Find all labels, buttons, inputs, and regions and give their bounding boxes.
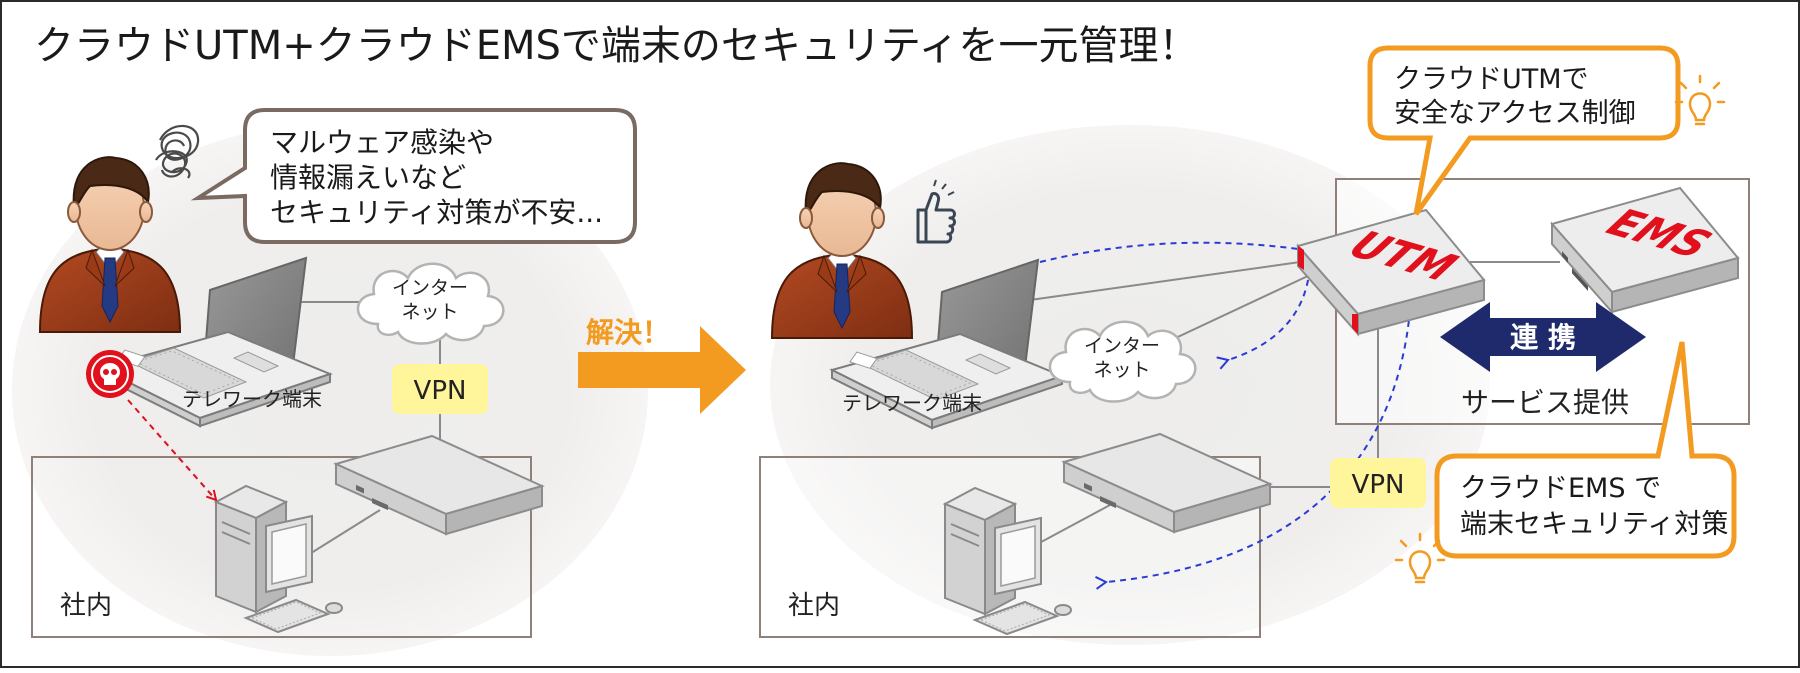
lightbulb-icon-top <box>1674 74 1726 126</box>
left-scene: 社内 マルウェア感染や 情報漏えいなど セキュリティ対策が不安... インター … <box>12 108 648 656</box>
terminal-label-left: テレワーク端末 <box>182 387 322 411</box>
link-double-arrow: 連 携 <box>1440 302 1646 372</box>
ems-device-icon: EMS <box>1550 186 1740 315</box>
internet-cloud-right: インター ネット <box>1048 320 1197 403</box>
vpn-badge-right: VPN <box>1330 458 1426 508</box>
utm-device-icon: UTM <box>1296 208 1486 337</box>
internet-label-right-1: インター <box>1084 335 1160 357</box>
traffic-dashed-laptop-utm <box>1039 241 1307 263</box>
office-label-right: 社内 <box>788 591 840 621</box>
worry-speech-bubble: マルウェア感染や 情報漏えいなど セキュリティ対策が不安... <box>190 108 637 244</box>
internet-label-left-1: インター <box>392 277 468 299</box>
ems-callout-line-1: クラウドEMS で <box>1460 473 1661 504</box>
thumbs-up-icon <box>916 179 956 244</box>
right-scene: 社内 サービス提供 インター ネット テレワーク端末 <box>759 45 1750 645</box>
page-title: クラウドUTM+クラウドEMSで端末のセキュリティを一元管理！ <box>34 23 1199 69</box>
skull-malware-icon <box>86 350 134 398</box>
office-box-left <box>31 456 532 638</box>
internet-label-left-2: ネット <box>401 301 458 323</box>
vpn-badge-left: VPN <box>392 364 488 414</box>
office-label-left: 社内 <box>60 591 112 621</box>
malware-infection-arrow <box>127 399 216 500</box>
ems-callout-line-2: 端末セキュリティ対策 <box>1460 509 1728 540</box>
solution-label: 解決！ <box>586 316 670 349</box>
utm-callout-line-1: クラウドUTMで <box>1394 64 1589 95</box>
worry-text-line-3: セキュリティ対策が不安... <box>270 196 603 229</box>
worry-text-line-1: マルウェア感染や <box>270 126 494 159</box>
utm-callout: クラウドUTMで 安全なアクセス制御 <box>1367 45 1681 216</box>
traffic-dashed-utm-office <box>1095 309 1411 590</box>
link-router-pc-right <box>1029 504 1111 549</box>
vpn-label-right: VPN <box>1352 470 1405 500</box>
utm-callout-line-2: 安全なアクセス制御 <box>1394 98 1636 129</box>
solution-arrow: 解決！ <box>578 316 746 414</box>
service-label: サービス提供 <box>1461 386 1629 419</box>
terminal-label-right: テレワーク端末 <box>842 391 982 415</box>
worry-text-line-2: 情報漏えいなど <box>270 161 466 194</box>
internet-label-right-2: ネット <box>1093 359 1150 381</box>
ems-callout: クラウドEMS で 端末セキュリティ対策 <box>1434 341 1737 559</box>
vpn-label-left: VPN <box>414 376 467 406</box>
internet-cloud-left: インター ネット <box>356 262 505 345</box>
worry-scribble-icon <box>155 124 200 179</box>
left-background-ellipse <box>12 124 648 656</box>
link-router-pc <box>299 509 381 561</box>
link-label: 連 携 <box>1510 321 1576 354</box>
link-laptop-utm <box>1029 261 1301 301</box>
lightbulb-icon-bottom <box>1394 532 1446 584</box>
